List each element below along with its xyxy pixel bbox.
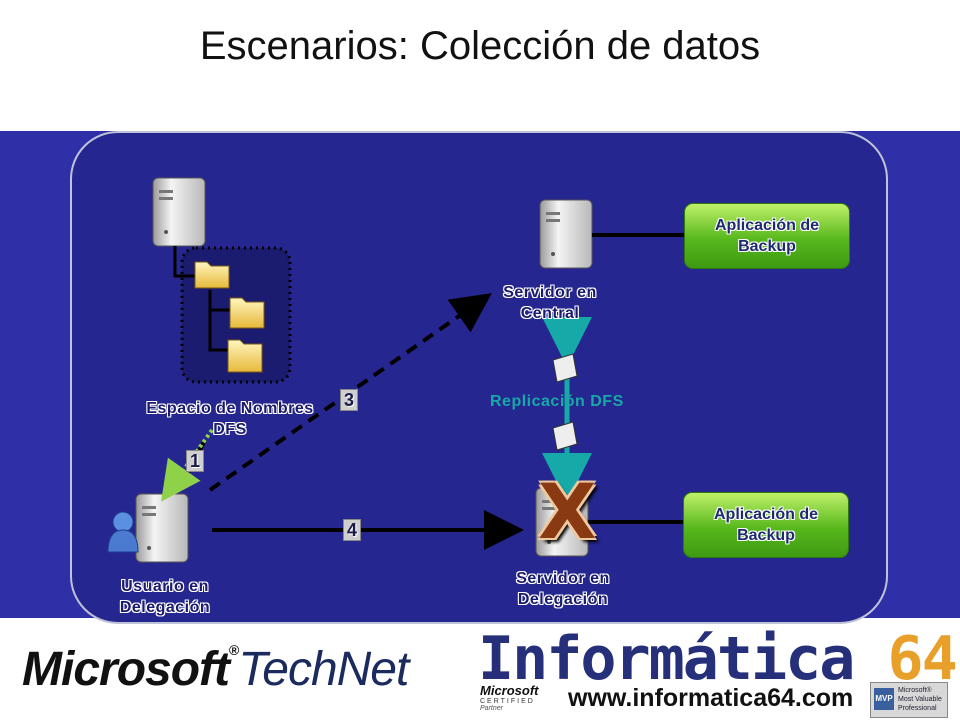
mvp-logo: MVP Microsoft® Most Valuable Professiona… (870, 682, 948, 718)
backup-app-branch: Aplicación de Backup (683, 492, 849, 558)
central-server-label: Servidor en Central (503, 284, 597, 322)
branch-server-label: Servidor en Delegación (516, 570, 610, 608)
folder-icon (194, 261, 230, 289)
branch-user-server-icon (135, 493, 189, 563)
step-1-badge: 1 (186, 450, 204, 472)
document-icon (552, 421, 578, 451)
ms-certified-microsoft: Microsoft (480, 683, 539, 698)
branch-user-label: Usuario en Delegación (119, 578, 211, 616)
ms-certified-text: CERTIFIED (480, 698, 535, 705)
microsoft-certified-partner-logo: Microsoft CERTIFIED Partner (480, 683, 560, 717)
mvp-text: Microsoft® Most Valuable Professional (898, 687, 942, 712)
website-url: www.informatica64.com (568, 684, 854, 712)
folder-icon (229, 297, 265, 329)
page-title: Escenarios: Colección de datos (199, 24, 761, 68)
central-server-icon (539, 199, 593, 269)
user-icon (107, 511, 139, 553)
step-4-badge: 4 (343, 519, 361, 541)
backup-app-central: Aplicación de Backup (684, 203, 850, 269)
mvp-tag: MVP (874, 688, 894, 710)
dfs-root-server-icon (152, 177, 206, 247)
technet-microsoft-text: Microsoft (22, 643, 230, 696)
technet-text: TechNet (238, 643, 409, 696)
replication-label: Replicación DFS (490, 393, 624, 410)
dfs-namespace-label: Espacio de Nombres DFS (146, 400, 314, 438)
ms-partner-text: Partner (480, 705, 503, 712)
informatica-text: Informática (478, 624, 855, 694)
document-icon (552, 353, 578, 383)
step-3-badge: 3 (340, 389, 358, 411)
failure-x-mark: X (538, 467, 597, 556)
technet-logo: Microsoft®TechNet (22, 642, 409, 696)
folder-icon (227, 339, 263, 373)
